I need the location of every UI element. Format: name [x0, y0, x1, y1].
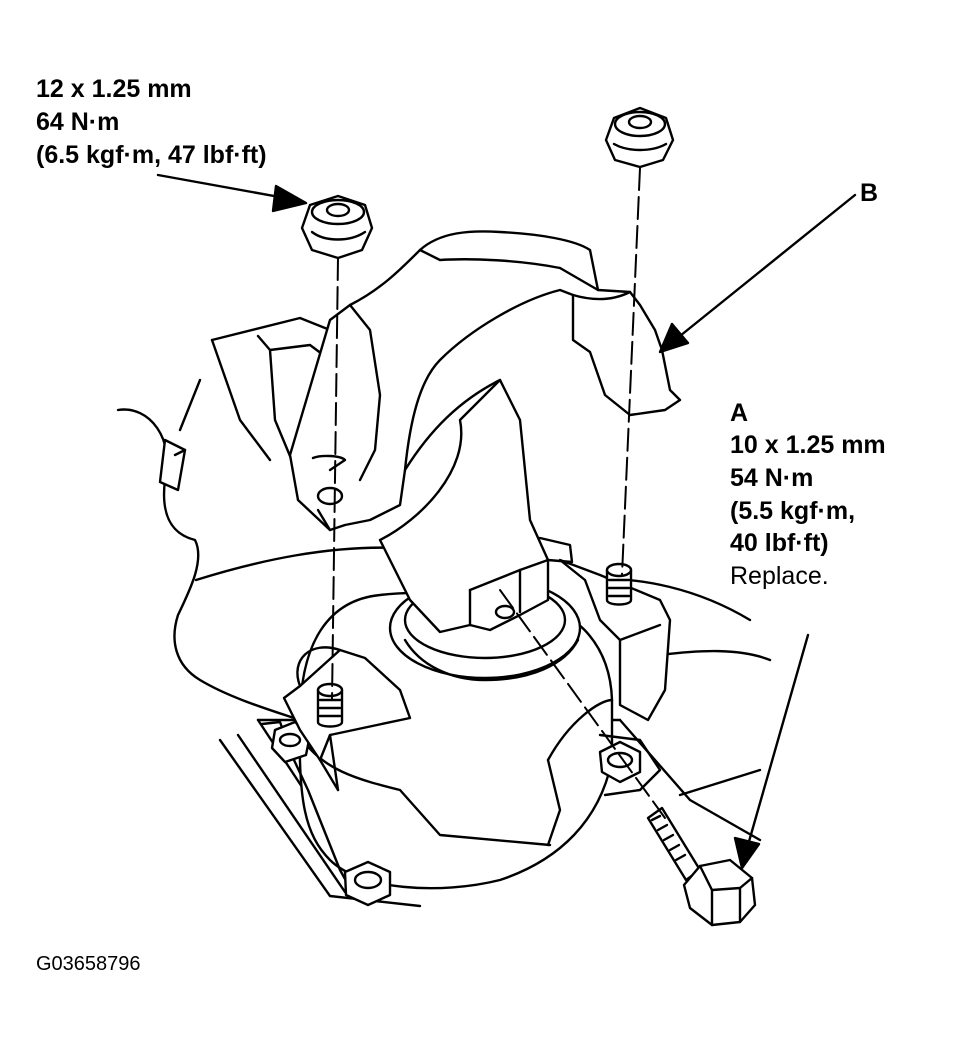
- stud-left: [316, 682, 344, 728]
- alignment-lines: [331, 167, 666, 819]
- top-nut-torque-alt-label: (6.5 kgf·m, 47 lbf·ft): [36, 141, 267, 169]
- top-nut-right: [604, 106, 675, 169]
- base-nut-right: [598, 740, 642, 784]
- mount-tab-right: [558, 558, 672, 722]
- bolt-a-torque-alt-line1: (5.5 kgf·m,: [730, 497, 856, 525]
- stud-right: [605, 562, 633, 606]
- center-arm: [378, 378, 574, 634]
- bracket-b: [288, 230, 682, 532]
- base-nut-bottom: [343, 860, 392, 907]
- top-nut-size-label: 12 x 1.25 mm: [36, 75, 192, 103]
- leader-arrow-top-nut: [156, 173, 308, 213]
- bolt-a-label: A: [730, 399, 749, 427]
- mount-tab-left: [282, 646, 412, 792]
- bracket-b-label: B: [860, 179, 879, 207]
- bolt-a-torque-label: 54 N·m: [730, 464, 814, 492]
- bolt-a: [646, 806, 757, 927]
- bolt-a-replace-note: Replace.: [730, 562, 829, 590]
- figure-code: G03658796: [36, 953, 141, 975]
- leader-arrow-a: [733, 633, 810, 870]
- top-nut-left: [300, 194, 374, 260]
- bolt-a-size-label: 10 x 1.25 mm: [730, 431, 886, 459]
- top-nut-torque-label: 64 N·m: [36, 108, 120, 136]
- bolt-a-torque-alt-line2: 40 lbf·ft): [730, 529, 829, 557]
- leader-arrow-b: [658, 193, 857, 354]
